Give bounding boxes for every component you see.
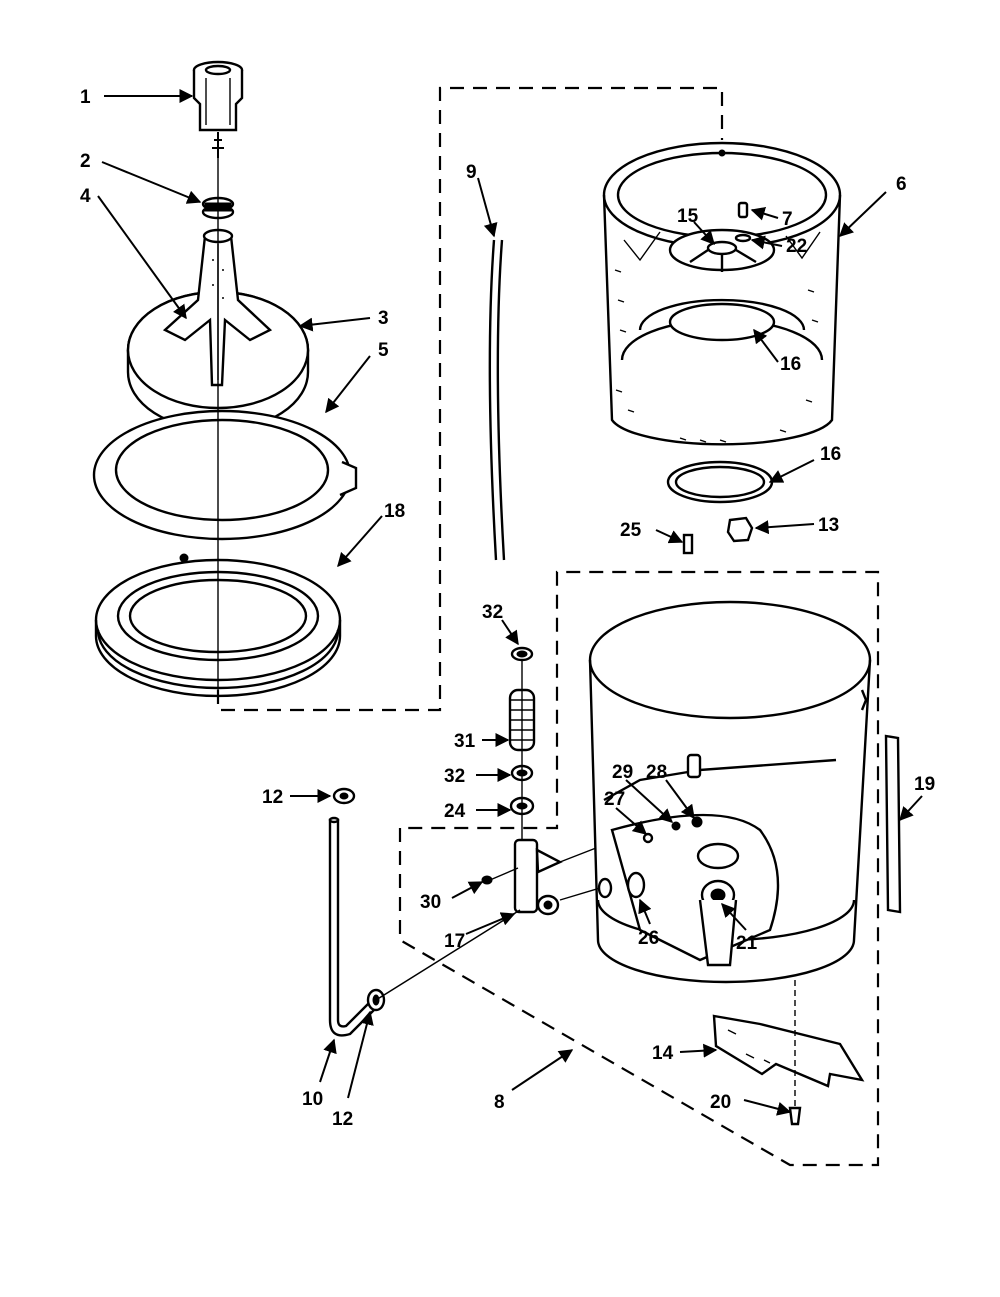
agitator-cap — [192, 60, 244, 158]
grommet-part — [597, 877, 613, 899]
basket-ring-upper — [668, 302, 776, 342]
callout-18: 18 — [384, 501, 405, 522]
basket-hub — [668, 228, 776, 272]
callout-27: 27 — [604, 789, 625, 810]
bumper-32-top — [510, 646, 534, 662]
callout-29: 29 — [612, 762, 633, 783]
wash-basket — [602, 141, 842, 446]
callout-25: 25 — [620, 520, 642, 541]
outer-tub — [588, 600, 872, 984]
callout-labels: 1 2 4 3 5 18 9 6 15 7 22 16 16 25 13 32 … — [80, 87, 935, 1130]
tub-tab — [686, 753, 702, 779]
callout-14: 14 — [652, 1043, 674, 1064]
callout-2: 2 — [80, 151, 91, 172]
group-outline-basket — [216, 86, 724, 712]
callout-9: 9 — [466, 162, 477, 183]
callout-20: 20 — [710, 1092, 731, 1113]
screw-30 — [481, 875, 493, 885]
callout-5: 5 — [378, 340, 389, 361]
fitting-route-line — [559, 847, 601, 901]
callout-6: 6 — [896, 174, 907, 195]
callout-8: 8 — [494, 1092, 505, 1113]
leader-lines — [97, 89, 923, 1116]
nut-13 — [726, 516, 754, 543]
callout-16-lower: 16 — [820, 444, 841, 465]
tub-mount-21 — [610, 813, 780, 967]
callout-31: 31 — [454, 731, 476, 752]
screw-28 — [691, 816, 703, 828]
clamp-12-top — [332, 787, 356, 805]
grommet-26 — [626, 871, 646, 899]
bolt-25 — [682, 533, 694, 555]
balance-ring — [92, 409, 358, 541]
basket-ring-lower — [666, 460, 774, 504]
callout-3: 3 — [378, 308, 389, 329]
callout-1: 1 — [80, 87, 91, 108]
callout-12-top: 12 — [262, 787, 283, 808]
callout-7: 7 — [782, 209, 793, 230]
group-outline-tub — [398, 570, 880, 1167]
callout-32-bottom: 32 — [444, 766, 465, 787]
shield-14 — [712, 1014, 865, 1088]
strip-19 — [884, 734, 902, 914]
callout-22: 22 — [786, 236, 807, 257]
callout-13: 13 — [818, 515, 839, 536]
screw-20 — [788, 1106, 802, 1126]
valve-body-17 — [513, 838, 563, 916]
callout-17: 17 — [444, 931, 465, 952]
screw-7 — [737, 201, 749, 219]
callout-28: 28 — [646, 762, 667, 783]
callout-19: 19 — [914, 774, 935, 795]
callout-12-bottom: 12 — [332, 1109, 353, 1130]
callout-4: 4 — [80, 186, 91, 207]
callout-30: 30 — [420, 892, 441, 913]
callout-15: 15 — [677, 206, 699, 227]
washer-27 — [642, 832, 654, 844]
screw-29 — [671, 821, 681, 831]
callout-21: 21 — [736, 933, 758, 954]
callout-24: 24 — [444, 801, 466, 822]
callout-16-upper: 16 — [780, 354, 801, 375]
callout-10: 10 — [302, 1089, 323, 1110]
washer-22 — [734, 233, 752, 243]
screw-route-line — [489, 867, 519, 881]
hose-route-line — [375, 909, 521, 1001]
callout-26: 26 — [638, 928, 659, 949]
hose-9 — [488, 239, 498, 561]
callout-32-top: 32 — [482, 602, 503, 623]
